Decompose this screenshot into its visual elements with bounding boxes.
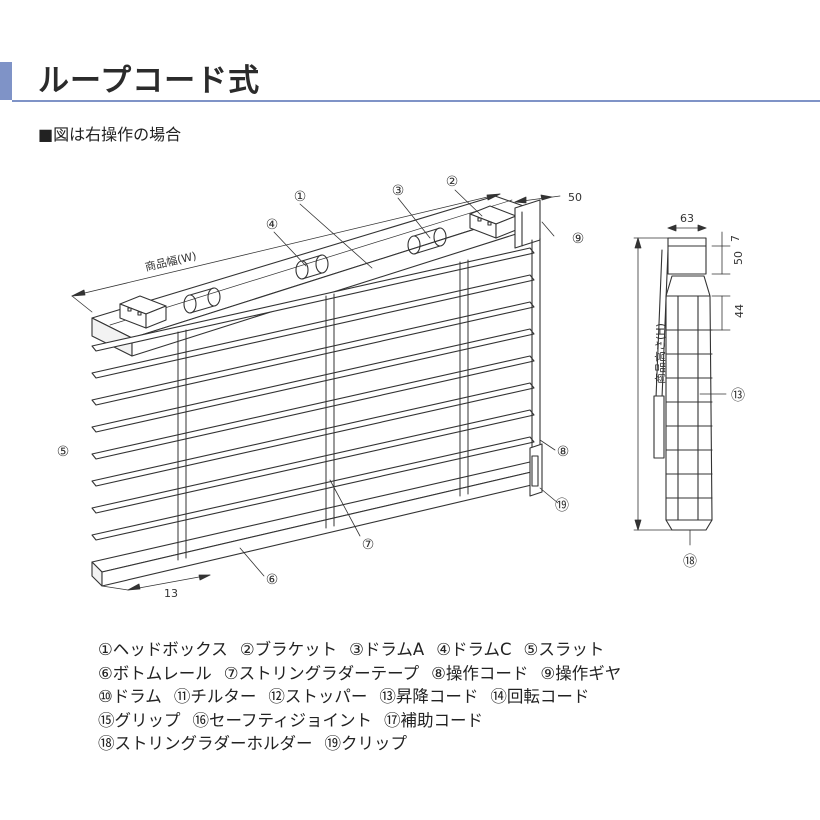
legend-item: ⑭回転コード <box>490 687 590 706</box>
depth-dimension-50 <box>514 194 561 204</box>
legend-item: ④ドラムC <box>436 640 512 659</box>
page-title: ループコード式 <box>38 63 261 99</box>
callout-7: ⑦ <box>362 537 375 553</box>
title-underline <box>12 100 820 102</box>
width-label: 商品幅(W) <box>144 248 198 273</box>
dim-44: 44 <box>733 304 746 318</box>
legend-row: ⑥ボトムレール ⑦ストリングラダーテープ ⑧操作コード ⑨操作ギヤ <box>98 662 633 686</box>
callout-4: ④ <box>266 217 279 233</box>
legend-item: ⑩ドラム <box>98 687 162 706</box>
callout-13: ⑬ <box>731 388 745 404</box>
side-dimensions <box>633 224 731 546</box>
legend-item: ③ドラムA <box>349 640 425 659</box>
side-view <box>653 237 713 531</box>
legend-item: ⑫ストッパー <box>268 687 368 706</box>
callout-1: ① <box>294 189 307 205</box>
drum-left <box>183 287 221 314</box>
legend-item: ⑧操作コード <box>431 663 529 683</box>
operation-gear <box>514 199 541 249</box>
slats <box>91 247 535 541</box>
bracket-left <box>119 295 167 329</box>
dim-50-side: 50 <box>732 251 745 265</box>
legend-item: ⑲クリップ <box>324 734 408 753</box>
callout-5: ⑤ <box>57 444 70 460</box>
height-label: 商品高さ(H) <box>653 323 667 384</box>
diagram-note: ■図は右操作の場合 <box>38 125 182 144</box>
legend-item: ②ブラケット <box>239 640 338 659</box>
bracket-right <box>469 205 517 239</box>
callout-8: ⑧ <box>557 444 570 460</box>
legend-item: ⑰補助コード <box>384 710 484 730</box>
title-bar: ループコード式 <box>0 62 820 102</box>
callout-19: ⑲ <box>555 498 569 514</box>
legend-item: ⑬昇降コード <box>379 687 479 706</box>
callout-9: ⑨ <box>572 231 585 247</box>
legend-item: ⑦ストリングラダーテープ <box>223 663 420 683</box>
legend-row: ⑩ドラム ⑪チルター ⑫ストッパー ⑬昇降コード ⑭回転コード <box>98 685 633 709</box>
drum-center <box>295 254 329 280</box>
legend-item: ⑨操作ギヤ <box>540 663 622 683</box>
callout-2: ② <box>446 174 459 190</box>
parts-legend: ①ヘッドボックス ②ブラケット ③ドラムA ④ドラムC ⑤スラット ⑥ボトムレール ⑦スト… <box>98 638 633 756</box>
dimension-13 <box>101 574 211 591</box>
callout-3: ③ <box>392 183 405 199</box>
dim-13: 13 <box>164 587 178 600</box>
legend-item: ⑪チルター <box>173 687 257 706</box>
width-dimension <box>71 193 501 313</box>
dim-7: 7 <box>729 235 742 242</box>
callout-6: ⑥ <box>266 572 279 588</box>
legend-row: ①ヘッドボックス ②ブラケット ③ドラムA ④ドラムC ⑤スラット <box>98 638 633 662</box>
operation-cord <box>529 237 543 497</box>
legend-item: ⑥ボトムレール <box>98 663 212 683</box>
title-accent <box>0 62 12 100</box>
callout-18: ⑱ <box>683 554 697 570</box>
legend-row: ⑮グリップ ⑯セーフティジョイント ⑰補助コード <box>98 709 633 733</box>
legend-item: ⑮グリップ <box>98 710 181 730</box>
legend-row: ⑱ストリングラダーホルダー ⑲クリップ <box>98 732 633 756</box>
legend-item: ①ヘッドボックス <box>98 640 228 659</box>
drum-right <box>407 227 447 255</box>
dim-63: 63 <box>680 212 694 225</box>
legend-item: ⑯セーフティジョイント <box>192 710 373 730</box>
dim-50-top: 50 <box>568 191 582 204</box>
legend-item: ⑱ストリングラダーホルダー <box>98 734 313 753</box>
legend-item: ⑤スラット <box>523 640 605 659</box>
leader-lines <box>239 189 559 577</box>
